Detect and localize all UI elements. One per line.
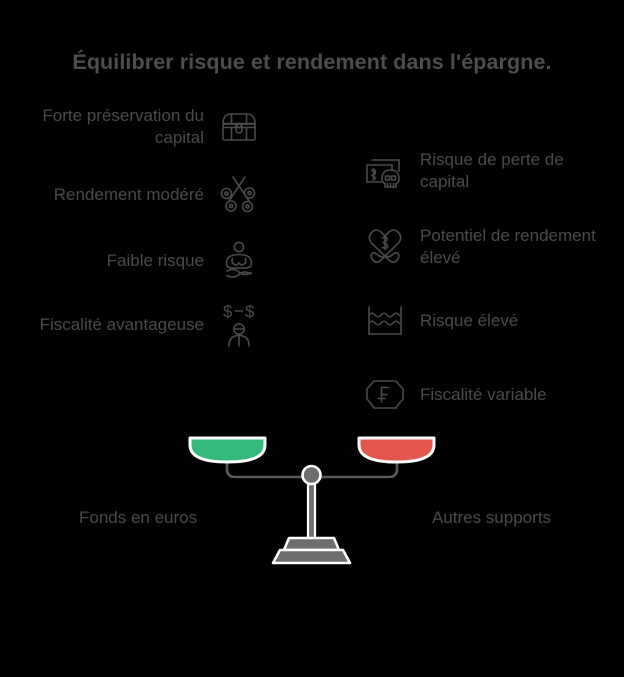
franc-badge-icon (362, 372, 408, 418)
scale-pan-right (357, 436, 436, 464)
person-dollar-exchange-icon: $ $ (216, 302, 262, 348)
scissors-coins-icon (216, 172, 262, 218)
waves-volatility-icon (362, 298, 408, 344)
scale-pan-left (188, 436, 267, 464)
list-item: Risque de perte de capital (362, 148, 612, 194)
feature-label: Fiscalité avantageuse (39, 314, 204, 334)
feature-label: Risque élevé (420, 310, 519, 330)
feature-label: Forte préservation du capital (42, 105, 204, 147)
treasure-chest-icon (216, 104, 262, 150)
feature-label: Potentiel de rendement élevé (420, 225, 596, 267)
list-item: Risque élevé (362, 298, 612, 344)
meditating-person-icon (216, 238, 262, 284)
feature-label: Rendement modéré (53, 184, 204, 204)
list-item: Fiscalité variable (362, 372, 612, 418)
list-item: Faible risque (30, 238, 262, 284)
left-side-label: Fonds en euros (79, 508, 198, 527)
feature-label: Fiscalité variable (420, 384, 547, 404)
list-item: Fiscalité avantageuse $ $ (30, 302, 262, 348)
right-column: Risque de perte de capital Potentiel de … (362, 148, 612, 418)
page-title: Équilibrer risque et rendement dans l'ép… (72, 50, 552, 74)
right-side-label: Autres supports (431, 508, 551, 527)
list-item: Potentiel de rendement élevé (362, 224, 612, 270)
banknote-skull-icon (362, 148, 408, 194)
balance-scale (0, 425, 624, 570)
dollar-left-glyph: $ (223, 302, 233, 321)
list-item: Forte préservation du capital (30, 104, 262, 150)
dollar-right-glyph: $ (245, 302, 255, 321)
scale-side-labels: Fonds en euros Autres supports (0, 508, 624, 532)
heart-dollar-leaves-icon (362, 224, 408, 270)
feature-label: Risque de perte de capital (420, 149, 564, 191)
feature-label: Faible risque (106, 250, 204, 270)
left-column: Forte préservation du capital Rendem (30, 104, 262, 348)
list-item: Rendement modéré (30, 172, 262, 218)
